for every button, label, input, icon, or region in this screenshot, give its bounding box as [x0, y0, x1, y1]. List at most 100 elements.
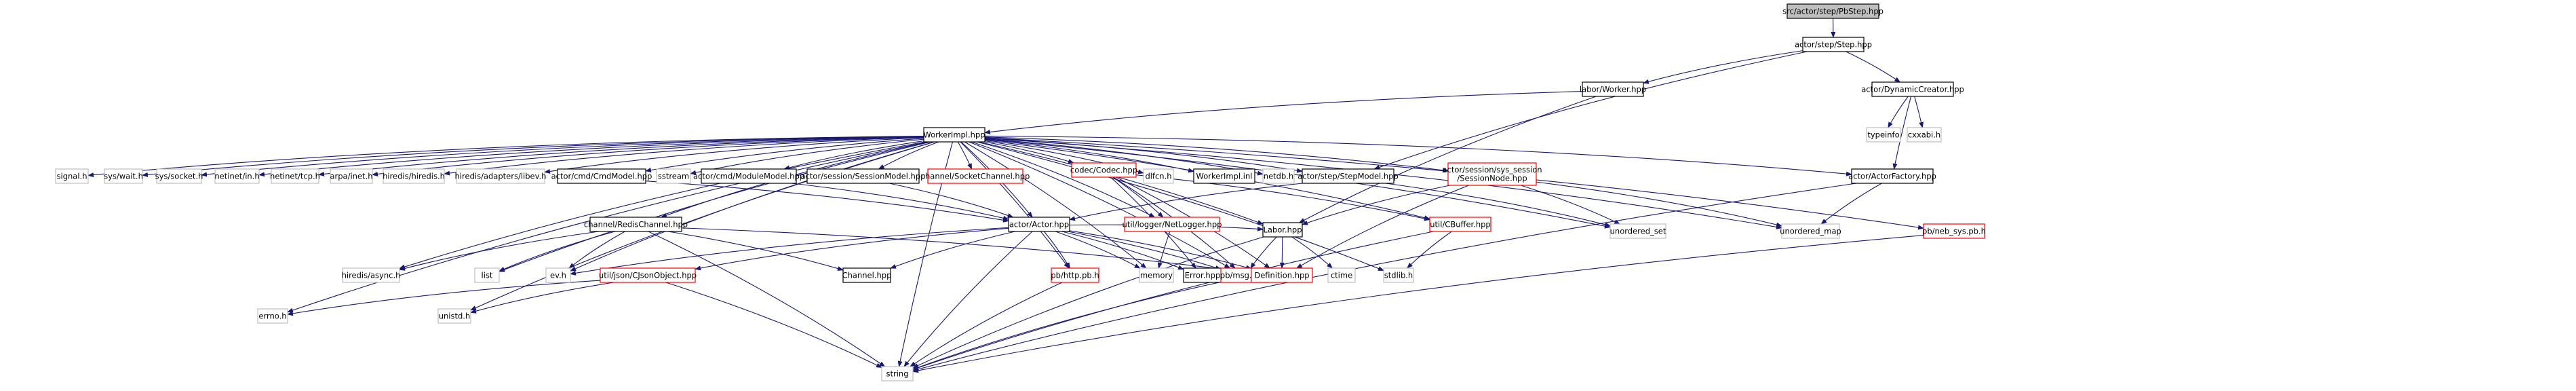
- node-hiredis-box: [383, 168, 445, 184]
- node-redischannel[interactable]: channel/RedisChannel.hpp: [584, 217, 688, 232]
- node-actorfactory[interactable]: actor/ActorFactory.hpp: [1848, 168, 1936, 184]
- node-arpainet-label: arpa/inet.h: [330, 171, 372, 181]
- edge-workerimpl-to-pbmsg: [969, 141, 1231, 269]
- node-sysnode-box: [1447, 162, 1537, 186]
- edge-workerimpl-to-syswait: [142, 136, 924, 177]
- node-unistd-label: unistd.h: [439, 311, 471, 320]
- node-modulemodel[interactable]: actor/cmd/ModuleModel.hpp: [693, 168, 804, 184]
- node-workerimplinl-box: [1193, 168, 1255, 184]
- edge-actor-to-pbmsg: [1068, 231, 1222, 270]
- edge-actor-to-errorhpp: [1061, 231, 1184, 270]
- node-modulemodel-label: actor/cmd/ModuleModel.hpp: [693, 171, 804, 181]
- node-redischannel-label: channel/RedisChannel.hpp: [584, 219, 688, 229]
- node-stdlib-box: [1383, 267, 1414, 283]
- node-hiredis-label: hiredis/hiredis.h: [383, 171, 445, 181]
- edge-actor-to-evh: [570, 227, 1009, 276]
- node-cmdmodel-box: [557, 168, 646, 184]
- node-nebsys[interactable]: pb/neb_sys.pb.h: [1922, 223, 1986, 239]
- edge-workerimpl-to-modulemodel: [783, 141, 924, 170]
- node-sstream-label: sstream: [658, 171, 689, 181]
- node-list-box: [474, 267, 500, 283]
- edge-codec-to-cbuffer: [1135, 174, 1430, 221]
- node-signal: signal.h: [55, 168, 89, 184]
- node-unorderedmap-box: [1781, 223, 1840, 239]
- node-workerimplinl[interactable]: WorkerImpl.inl: [1193, 168, 1255, 184]
- node-stepmodel[interactable]: actor/step/StepModel.hpp: [1297, 168, 1399, 184]
- edge-redischannel-to-evh: [568, 231, 625, 269]
- node-unistd-box: [437, 308, 471, 324]
- node-errno: errno.h: [257, 308, 288, 324]
- node-memory-box: [1139, 267, 1174, 283]
- edge-netlogger-to-memory: [1157, 231, 1171, 269]
- node-string: string: [881, 366, 914, 381]
- node-actorfactory-label: actor/ActorFactory.hpp: [1848, 171, 1936, 181]
- edge-dyncreator-to-actorfactory: [1892, 96, 1912, 170]
- node-channel-box: [842, 267, 891, 283]
- node-netlogger[interactable]: util/logger/NetLogger.hpp: [1123, 217, 1222, 232]
- node-nebsys-label: pb/neb_sys.pb.h: [1922, 226, 1986, 236]
- edge-redischannel-to-channel: [668, 231, 844, 271]
- node-channel[interactable]: Channel.hpp: [842, 267, 892, 283]
- node-memory: memory: [1139, 267, 1174, 283]
- node-workerimpl-box: [923, 127, 985, 143]
- node-netlogger-box: [1124, 217, 1220, 232]
- node-step-label: actor/step/Step.hpp: [1795, 39, 1872, 49]
- node-unorderedmap-label: unordered_map: [1780, 226, 1841, 236]
- node-pbhttp[interactable]: pb/http.pb.h: [1051, 267, 1099, 283]
- node-dlfcn-label: dlfcn.h: [1145, 171, 1171, 181]
- edge-actor-to-string: [903, 231, 1033, 367]
- node-cbuffer[interactable]: util/CBuffer.hpp: [1429, 217, 1491, 232]
- node-channel-label: Channel.hpp: [842, 270, 892, 280]
- edge-workerimpl-to-stdlib: [977, 141, 1384, 272]
- node-cbuffer-label: util/CBuffer.hpp: [1430, 219, 1490, 229]
- node-dlfcn-box: [1143, 168, 1174, 184]
- edge-workerimpl-to-actorfactory: [984, 135, 1852, 176]
- node-errorhpp[interactable]: Error.hpp: [1183, 267, 1222, 283]
- edge-workerimpl-to-hiredisasync: [399, 141, 925, 269]
- edge-workerimpl-to-signal: [87, 136, 924, 178]
- node-redischannel-box: [589, 217, 682, 232]
- node-ctime: ctime: [1327, 267, 1356, 283]
- node-worker-box: [1582, 81, 1644, 97]
- node-cmdmodel[interactable]: actor/cmd/CmdModel.hpp: [551, 168, 652, 184]
- edge-step-to-worker: [1643, 50, 1803, 84]
- node-errorhpp-label: Error.hpp: [1185, 270, 1221, 280]
- node-libev-label: hiredis/adapters/libev.h: [455, 171, 547, 181]
- node-hiredisasync-box: [342, 267, 400, 283]
- node-hiredis: hiredis/hiredis.h: [383, 168, 445, 184]
- node-sysnode-label: /SessionNode.hpp: [1457, 174, 1527, 183]
- edge-actor-to-cjson: [695, 227, 1009, 271]
- node-socketchannel-label: channel/SocketChannel.hpp: [921, 171, 1030, 181]
- node-sstream: sstream: [656, 168, 691, 184]
- node-unistd: unistd.h: [437, 308, 471, 324]
- node-root[interactable]: src/actor/step/PbStep.hpp: [1782, 3, 1884, 19]
- edge-labor-to-ctime: [1291, 236, 1333, 269]
- node-dyncreator[interactable]: actor/DynamicCreator.hpp: [1861, 81, 1964, 97]
- node-codec[interactable]: codec/Codec.hpp: [1070, 162, 1137, 178]
- node-sessionmodel[interactable]: actor/session/SessionModel.hpp: [801, 168, 926, 184]
- node-worker[interactable]: labor/Worker.hpp: [1580, 81, 1646, 97]
- node-typeinfo-label: typeinfo: [1867, 130, 1899, 139]
- edge-stepmodel-to-unorderedset: [1385, 183, 1611, 227]
- node-signal-box: [55, 168, 89, 184]
- edge-workerimpl-to-libev: [544, 137, 924, 174]
- edge-sysnode-to-unorderedmap: [1536, 181, 1782, 227]
- node-syswait: sys/wait.h: [104, 168, 143, 184]
- edge-modulemodel-to-actor: [792, 183, 1009, 221]
- node-workerimpl[interactable]: WorkerImpl.hpp: [923, 127, 985, 143]
- edge-labor-to-definition: [1279, 236, 1285, 269]
- node-typeinfo-box: [1866, 127, 1901, 143]
- node-sysnode[interactable]: actor/session/sys_session/SessionNode.hp…: [1442, 162, 1542, 186]
- node-workerimpl-label: WorkerImpl.hpp: [923, 130, 985, 139]
- edge-cbuffer-to-stdlib: [1407, 231, 1452, 269]
- edge-actor-to-channel: [890, 231, 1015, 269]
- node-cjson[interactable]: util/json/CJsonObject.hpp: [599, 267, 697, 283]
- node-definition[interactable]: Definition.hpp: [1251, 267, 1313, 283]
- node-labor[interactable]: Labor.hpp: [1262, 222, 1303, 238]
- node-actor[interactable]: actor/Actor.hpp: [1008, 217, 1070, 232]
- edge-actorfactory-to-unorderedmap: [1820, 183, 1882, 225]
- edge-labor-to-pbmsg: [1250, 236, 1277, 269]
- node-step[interactable]: actor/step/Step.hpp: [1795, 37, 1872, 52]
- node-socketchannel[interactable]: channel/SocketChannel.hpp: [921, 168, 1030, 184]
- node-syswait-label: sys/wait.h: [104, 171, 143, 181]
